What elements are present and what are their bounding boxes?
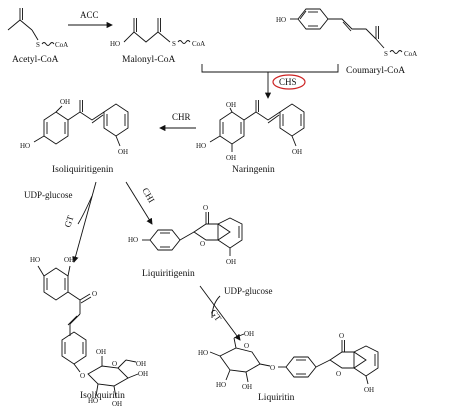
gt-right-enzyme-label: GT: [208, 307, 223, 323]
isoliquiritin-structure: HO OH O O O OH HO OH OH OH: [30, 256, 148, 408]
udp-glucose-left-label: UDP-glucose: [24, 190, 73, 200]
liquiritin-label: Liquiritin: [258, 393, 295, 403]
o-atom-label: O: [336, 370, 341, 378]
oh-atom-label: OH: [136, 360, 146, 368]
chr-enzyme-label: CHR: [172, 112, 191, 122]
malonyl-coa-structure: HO S CoA: [110, 18, 205, 48]
isoliquiritigenin-label: Isoliquiritigenin: [52, 165, 113, 175]
acetyl-coa-label: Acetyl-CoA: [12, 55, 59, 65]
coumaryl-coa-structure: HO S CoA: [276, 8, 417, 58]
malonyl-coa-label: Malonyl-CoA: [122, 55, 175, 65]
ho-atom-label: HO: [20, 142, 30, 150]
oh-atom-label: OH: [364, 386, 374, 394]
liquiritigenin-structure: HO O O OH: [128, 204, 243, 266]
chs-bracket: [201, 64, 339, 73]
udp-glucose-right-label: UDP-glucose: [224, 286, 273, 296]
ho-atom-label: HO: [198, 349, 208, 357]
chi-arrow: [125, 181, 153, 225]
coa-atom-label: CoA: [404, 50, 417, 58]
gt-left-enzyme-label: GT: [62, 214, 75, 229]
o-atom-label: O: [200, 240, 205, 248]
oh-atom-label: OH: [118, 148, 128, 156]
chs-enzyme-label: CHS: [279, 77, 297, 87]
oh-atom-label: OH: [96, 348, 106, 356]
oh-atom-label: OH: [292, 148, 302, 156]
acetyl-coa-structure: S CoA: [7, 8, 68, 49]
oh-atom-label: OH: [112, 400, 122, 408]
ho-atom-label: HO: [276, 16, 286, 24]
sulfur-atom-label: S: [36, 41, 40, 49]
oh-atom-label: OH: [64, 256, 74, 264]
o-atom-label: O: [270, 364, 275, 372]
naringenin-structure: OH HO OH OH: [196, 100, 305, 162]
liquiritin-structure: O OH HO HO OH O O O OH: [198, 330, 379, 394]
ho-atom-label: HO: [128, 236, 138, 244]
gt-right-arrow: [199, 285, 241, 341]
ho-atom-label: HO: [110, 40, 120, 48]
sulfur-atom-label: S: [384, 50, 388, 58]
sulfur-atom-label: S: [172, 40, 176, 48]
o-atom-label: O: [244, 342, 249, 350]
ho-atom-label: HO: [88, 397, 98, 405]
gt-left-arrow: [72, 181, 97, 263]
o-atom-label: O: [112, 360, 117, 368]
chs-highlight-ellipse: [272, 74, 306, 90]
coa-atom-label: CoA: [55, 41, 68, 49]
oh-atom-label: OH: [226, 154, 236, 162]
liquiritigenin-label: Liquiritigenin: [142, 269, 195, 279]
ho-atom-label: HO: [196, 142, 206, 150]
coumaryl-coa-label: Coumaryl-CoA: [346, 66, 405, 76]
isoliquiritigenin-structure: OH HO OH: [20, 98, 129, 156]
ho-atom-label: HO: [216, 381, 226, 389]
isoliquiritin-label: Isoliquiritin: [80, 391, 125, 401]
o-atom-label: O: [92, 290, 97, 298]
o-atom-label: O: [203, 204, 208, 212]
udp-glucose-left-curve: [77, 195, 93, 225]
acc-enzyme-label: ACC: [80, 10, 99, 20]
oh-atom-label: OH: [226, 101, 236, 109]
chi-enzyme-label: CHI: [140, 186, 156, 204]
oh-atom-label: OH: [60, 98, 70, 106]
oh-atom-label: OH: [242, 383, 252, 391]
ho-atom-label: HO: [30, 256, 40, 264]
oh-atom-label: OH: [226, 258, 236, 266]
udp-glucose-right-curve: [211, 295, 221, 319]
o-atom-label: O: [80, 372, 85, 380]
naringenin-label: Naringenin: [232, 165, 275, 175]
oh-atom-label: OH: [244, 330, 254, 338]
oh-atom-label: OH: [138, 370, 148, 378]
o-atom-label: O: [339, 332, 344, 340]
coa-atom-label: CoA: [192, 40, 205, 48]
